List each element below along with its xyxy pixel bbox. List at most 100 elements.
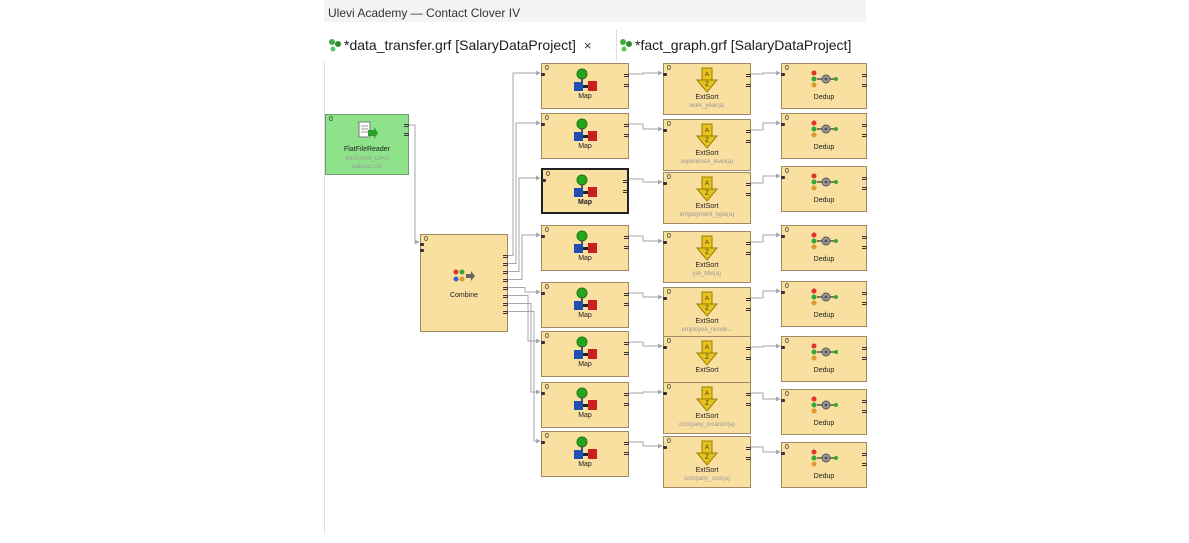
output-port[interactable]: [623, 190, 628, 193]
input-port[interactable]: [781, 452, 785, 455]
output-port[interactable]: [503, 263, 508, 266]
map-node-5[interactable]: 0 Map: [541, 282, 629, 328]
output-port[interactable]: [862, 400, 867, 403]
edge[interactable]: [629, 178, 663, 185]
input-port[interactable]: [541, 341, 545, 344]
output-port[interactable]: [746, 393, 751, 396]
edge[interactable]: [629, 235, 663, 244]
edge[interactable]: [629, 441, 663, 449]
combine-node[interactable]: 0 Combine: [420, 234, 508, 332]
map-node-6[interactable]: 0 Map: [541, 331, 629, 377]
output-port[interactable]: [746, 140, 751, 143]
edge[interactable]: [751, 120, 781, 131]
tab-fact-graph[interactable]: *fact_graph.grf [SalaryDataProject]: [616, 30, 851, 60]
output-port[interactable]: [746, 308, 751, 311]
output-port[interactable]: [503, 271, 508, 274]
input-port[interactable]: [781, 291, 785, 294]
edge[interactable]: [508, 311, 541, 444]
map-node-3[interactable]: 0 Map: [541, 168, 629, 214]
output-port[interactable]: [503, 279, 508, 282]
output-port[interactable]: [503, 303, 508, 306]
output-port[interactable]: [624, 134, 629, 137]
output-port[interactable]: [862, 453, 867, 456]
input-port[interactable]: [663, 346, 667, 349]
output-port[interactable]: [503, 287, 508, 290]
input-port[interactable]: [663, 392, 667, 395]
input-port[interactable]: [541, 441, 545, 444]
output-port[interactable]: [624, 246, 629, 249]
edge[interactable]: [751, 392, 781, 402]
edge[interactable]: [629, 70, 663, 76]
output-port[interactable]: [746, 183, 751, 186]
edge[interactable]: [508, 303, 541, 395]
input-port[interactable]: [663, 241, 667, 244]
edge[interactable]: [751, 446, 781, 455]
input-port[interactable]: [781, 346, 785, 349]
input-port[interactable]: [663, 446, 667, 449]
output-port[interactable]: [746, 242, 751, 245]
dedup-node-7[interactable]: 0 Dedup: [781, 389, 867, 435]
edge[interactable]: [508, 175, 541, 272]
output-port[interactable]: [746, 84, 751, 87]
output-port[interactable]: [862, 236, 867, 239]
output-port[interactable]: [503, 255, 508, 258]
edge[interactable]: [508, 120, 541, 264]
edge[interactable]: [508, 287, 541, 295]
edge[interactable]: [751, 173, 781, 184]
output-port[interactable]: [624, 293, 629, 296]
input-port[interactable]: [541, 123, 545, 126]
dedup-node-4[interactable]: 0 Dedup: [781, 225, 867, 271]
input-port[interactable]: [541, 292, 545, 295]
edge[interactable]: [751, 288, 781, 299]
output-port[interactable]: [503, 295, 508, 298]
output-port[interactable]: [746, 74, 751, 77]
input-port[interactable]: [781, 73, 785, 76]
output-port[interactable]: [624, 442, 629, 445]
input-port[interactable]: [781, 176, 785, 179]
dedup-node-6[interactable]: 0 Dedup: [781, 336, 867, 382]
input-port[interactable]: [420, 243, 424, 246]
output-port[interactable]: [862, 187, 867, 190]
output-port[interactable]: [624, 403, 629, 406]
output-port[interactable]: [624, 124, 629, 127]
dedup-node-8[interactable]: 0 Dedup: [781, 442, 867, 488]
output-port[interactable]: [746, 447, 751, 450]
input-port[interactable]: [663, 182, 667, 185]
tab-data-transfer[interactable]: *data_transfer.grf [SalaryDataProject] ×: [328, 30, 592, 60]
map-node-8[interactable]: 0 Map: [541, 431, 629, 477]
output-port[interactable]: [503, 311, 508, 314]
output-port[interactable]: [862, 84, 867, 87]
input-port[interactable]: [541, 392, 545, 395]
edge[interactable]: [629, 389, 663, 395]
input-port[interactable]: [420, 249, 424, 252]
edge[interactable]: [751, 232, 781, 243]
output-port[interactable]: [862, 410, 867, 413]
output-port[interactable]: [624, 452, 629, 455]
map-node-2[interactable]: 0 Map: [541, 113, 629, 159]
edge[interactable]: [508, 295, 541, 344]
dedup-node-3[interactable]: 0 Dedup: [781, 166, 867, 212]
output-port[interactable]: [862, 347, 867, 350]
input-port[interactable]: [541, 73, 545, 76]
output-port[interactable]: [862, 246, 867, 249]
output-port[interactable]: [624, 342, 629, 345]
output-port[interactable]: [624, 393, 629, 396]
edge[interactable]: [751, 343, 781, 349]
edge[interactable]: [508, 232, 541, 280]
input-port[interactable]: [781, 123, 785, 126]
output-port[interactable]: [746, 347, 751, 350]
output-port[interactable]: [624, 236, 629, 239]
output-port[interactable]: [624, 303, 629, 306]
input-port[interactable]: [663, 297, 667, 300]
output-port[interactable]: [862, 463, 867, 466]
map-node-4[interactable]: 0 Map: [541, 225, 629, 271]
output-port[interactable]: [862, 177, 867, 180]
output-port[interactable]: [862, 124, 867, 127]
output-port[interactable]: [746, 457, 751, 460]
map-node-7[interactable]: 0 Map: [541, 382, 629, 428]
